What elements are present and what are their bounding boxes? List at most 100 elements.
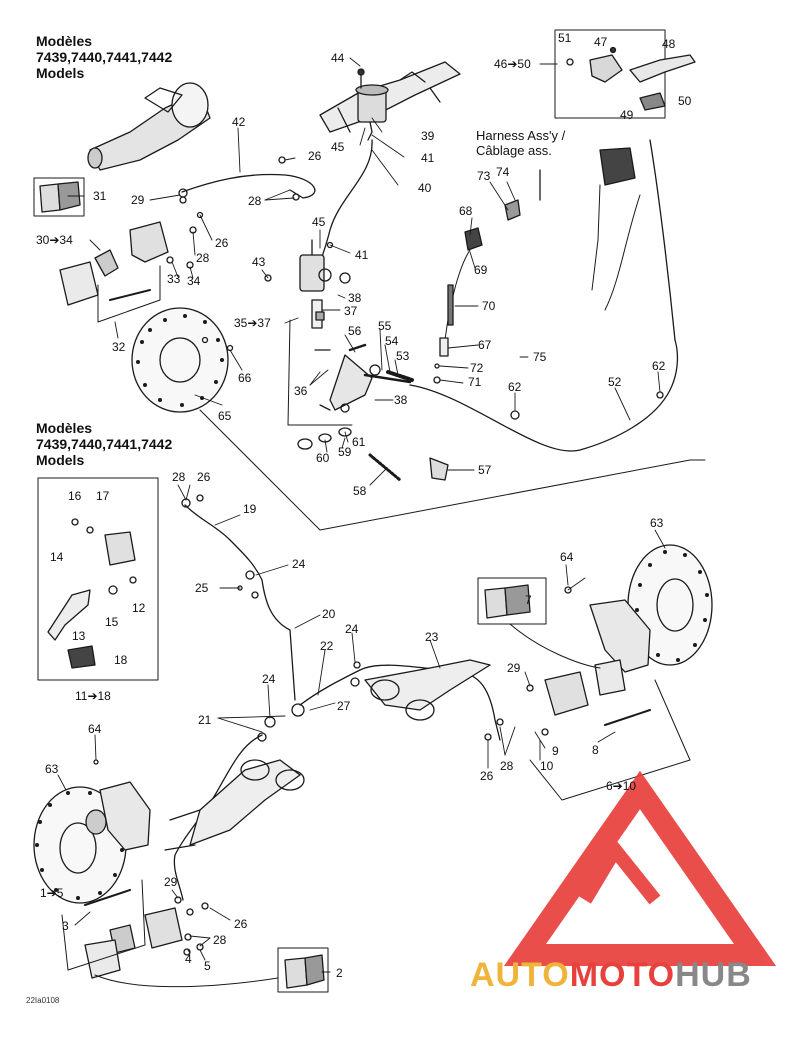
callout-45a: 45: [331, 140, 345, 154]
curve-to-pad-box-2: [94, 974, 279, 988]
brake-pedal-assembly: [297, 343, 414, 450]
callout-29c: 29: [164, 875, 178, 889]
callout-20: 20: [322, 607, 336, 621]
callout-4: 4: [185, 952, 192, 966]
caliper-top-left: [59, 221, 169, 323]
callout-45b: 45: [312, 215, 326, 229]
steering-knuckle-left: [99, 781, 151, 851]
callout-47: 47: [594, 35, 608, 49]
callout-29b: 29: [507, 661, 521, 675]
callout-28b: 28: [196, 251, 210, 265]
watermark-part-auto: AUTO: [470, 956, 570, 994]
callout-26d: 26: [480, 769, 494, 783]
callout-5: 5: [204, 959, 211, 973]
callout-16: 16: [68, 489, 82, 503]
models-header-line: 7439,7440,7441,7442: [36, 436, 173, 452]
callout-38a: 38: [348, 291, 362, 305]
callout-7: 7: [525, 593, 532, 607]
callout-75: 75: [533, 350, 547, 364]
callout-51: 51: [558, 31, 572, 45]
callout-42: 42: [232, 115, 246, 129]
callout-36: 36: [294, 384, 308, 398]
watermark-part-hub: HUB: [675, 956, 752, 994]
callout-14: 14: [50, 550, 64, 564]
callout-39: 39: [421, 129, 435, 143]
callout-63a: 63: [650, 516, 664, 530]
callout-63b: 63: [45, 762, 59, 776]
callout-64a: 64: [560, 550, 574, 564]
callout-66: 66: [238, 371, 252, 385]
callout-60: 60: [316, 451, 330, 465]
callout-10: 10: [540, 759, 554, 773]
callout-44: 44: [331, 51, 345, 65]
drawing-code: 22Ia0108: [26, 996, 60, 1005]
callout-48: 48: [662, 37, 676, 51]
callout-62a: 62: [508, 380, 522, 394]
callout-41a: 41: [421, 151, 435, 165]
callout-68: 68: [459, 204, 473, 218]
callout-28d: 28: [500, 759, 514, 773]
callout-43: 43: [252, 255, 266, 269]
callout-23: 23: [425, 630, 439, 644]
callout-27: 27: [337, 699, 351, 713]
callout-21: 21: [198, 713, 212, 727]
callout-28e: 28: [213, 933, 227, 947]
handlebar-grip-left: [87, 82, 211, 171]
callout-3: 3: [62, 919, 69, 933]
harness-label: Harness Ass'y / Câblage ass.: [476, 128, 565, 158]
models-header-middle: Modèles 7439,7440,7441,7442 Models: [36, 420, 172, 468]
callout-26e: 26: [234, 917, 248, 931]
callout-50: 50: [678, 94, 692, 108]
brake-pad-box-7: [477, 577, 547, 625]
callout-13: 13: [72, 629, 86, 643]
brake-line-19-20: [184, 504, 296, 701]
hand-brake-lever-box: [37, 477, 159, 681]
callout-65: 65: [218, 409, 232, 423]
models-header-line: Modèles: [36, 33, 93, 49]
callout-8: 8: [592, 743, 599, 757]
callout-64b: 64: [88, 722, 102, 736]
callout-62b: 62: [652, 359, 666, 373]
callout-22: 22: [320, 639, 334, 653]
callout-24c: 24: [262, 672, 276, 686]
callout-49: 49: [620, 108, 634, 122]
callout-15: 15: [105, 615, 119, 629]
callout-31: 31: [93, 189, 107, 203]
callout-56: 56: [348, 324, 362, 338]
brake-line-42: [181, 173, 316, 199]
watermark-text: AUTOMOTOHUB: [470, 956, 752, 995]
callout-53: 53: [396, 349, 410, 363]
callout-37: 37: [344, 304, 358, 318]
callout-71: 71: [468, 375, 482, 389]
callout-29a: 29: [131, 193, 145, 207]
callout-6-10: 6➔10: [606, 779, 636, 793]
callout-70: 70: [482, 299, 496, 313]
models-header-line: Models: [36, 452, 85, 468]
brake-disc-65: [131, 307, 229, 413]
callout-2: 2: [336, 966, 343, 980]
callout-72: 72: [470, 361, 484, 375]
brake-pad-box-2: [277, 947, 329, 993]
caliper-left: [61, 879, 183, 979]
callout-24b: 24: [345, 622, 359, 636]
callout-28a: 28: [248, 194, 262, 208]
brake-line-23: [299, 664, 501, 741]
callout-59: 59: [338, 445, 352, 459]
callout-30-34: 30➔34: [36, 233, 73, 247]
watermark-logo: [503, 770, 777, 966]
callout-1-5: 1➔5: [40, 886, 64, 900]
suspension-a-arm-upper: [364, 659, 491, 721]
callout-12: 12: [132, 601, 146, 615]
caliper-right: [529, 659, 691, 801]
handlebar-right-section: [319, 61, 461, 133]
callout-28c: 28: [172, 470, 186, 484]
callout-67: 67: [478, 338, 492, 352]
brake-switch-harness: [439, 169, 541, 357]
callout-54: 54: [385, 334, 399, 348]
curve-to-pad-box-7: [509, 623, 601, 669]
callout-61: 61: [352, 435, 366, 449]
harness-label-line: Câblage ass.: [476, 143, 552, 158]
callout-9: 9: [552, 744, 559, 758]
watermark-part-moto: MOTO: [569, 956, 676, 994]
callout-73: 73: [477, 169, 491, 183]
